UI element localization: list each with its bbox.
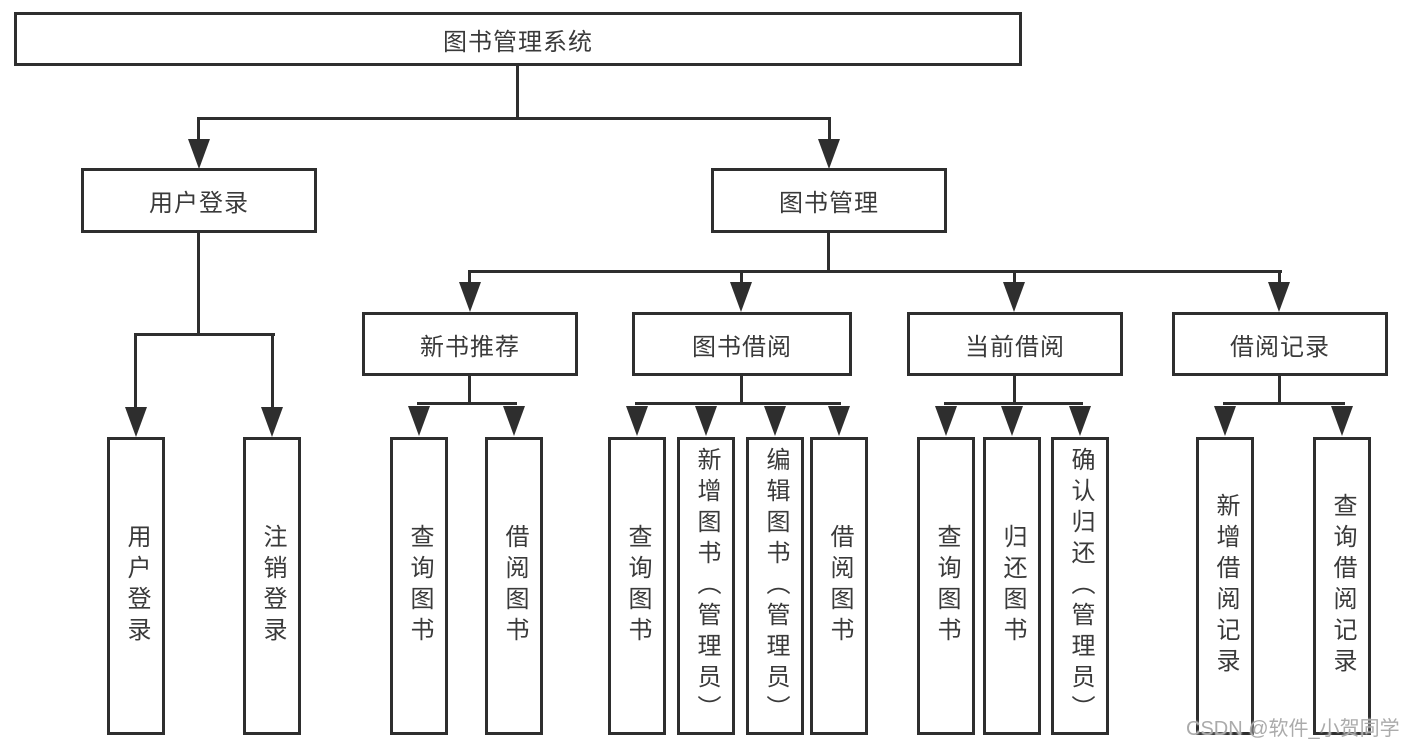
arrowhead-icon [1001, 406, 1023, 436]
leaf-current-query-books: 查询图书 [917, 437, 975, 735]
arrowhead-icon [695, 406, 717, 436]
leaf-borrow-query-books: 查询图书 [608, 437, 666, 735]
arrowhead-icon [935, 406, 957, 436]
connector-newbookrec-drop [468, 375, 471, 405]
node-user-login: 用户登录 [81, 168, 317, 233]
leaf-current-return-books: 归还图书 [983, 437, 1041, 735]
node-root: 图书管理系统 [14, 12, 1022, 66]
node-root-label: 图书管理系统 [443, 28, 593, 56]
arrowhead-icon [818, 139, 840, 169]
connector-root-drop [516, 66, 519, 118]
node-user-login-label: 用户登录 [149, 190, 249, 217]
leaf-current-query-books-label: 查询图书 [933, 524, 960, 648]
node-book-borrow-label: 图书借阅 [692, 333, 792, 361]
arrowhead-icon [1331, 406, 1353, 436]
arrowhead-icon [1069, 406, 1091, 436]
connector-bookmgmt-stem [1013, 270, 1016, 284]
connector-root-bar [197, 117, 831, 120]
node-book-management: 图书管理 [711, 168, 947, 233]
leaf-record-query-record-label: 查询借阅记录 [1329, 493, 1356, 679]
arrowhead-icon [1268, 282, 1290, 312]
connector-borrowrecord-bar [1223, 402, 1345, 405]
csdn-watermark: CSDN @软件_小贺同学 [1186, 718, 1400, 740]
arrowhead-icon [626, 406, 648, 436]
node-borrow-record: 借阅记录 [1172, 312, 1388, 376]
leaf-record-add-record: 新增借阅记录 [1196, 437, 1254, 735]
leaf-borrow-borrow-books-label: 借阅图书 [826, 524, 853, 648]
arrowhead-icon [125, 407, 147, 437]
leaf-borrow-add-books-admin: 新增图书（管理员） [677, 437, 735, 735]
leaf-user-login-label: 用户登录 [123, 524, 150, 648]
leaf-borrow-edit-books-admin-label: 编辑图书（管理员） [762, 446, 789, 726]
leaf-user-login: 用户登录 [107, 437, 165, 735]
arrowhead-icon [408, 406, 430, 436]
node-new-book-recommend: 新书推荐 [362, 312, 578, 376]
connector-userlogin-bar [134, 333, 275, 336]
connector-borrowrecord-drop [1278, 375, 1281, 405]
leaf-borrow-add-books-admin-label: 新增图书（管理员） [693, 446, 720, 726]
node-book-management-label: 图书管理 [779, 190, 879, 217]
arrowhead-icon [730, 282, 752, 312]
leaf-borrow-edit-books-admin: 编辑图书（管理员） [746, 437, 804, 735]
connector-currentborrow-bar [944, 402, 1083, 405]
arrowhead-icon [1214, 406, 1236, 436]
arrowhead-icon [188, 139, 210, 169]
node-current-borrow: 当前借阅 [907, 312, 1123, 376]
node-current-borrow-label: 当前借阅 [965, 333, 1065, 361]
leaf-current-return-books-label: 归还图书 [999, 524, 1026, 648]
leaf-borrow-query-books-label: 查询图书 [624, 524, 651, 648]
leaf-newrec-query-books-label: 查询图书 [406, 524, 433, 648]
node-new-book-recommend-label: 新书推荐 [420, 333, 520, 361]
leaf-newrec-query-books: 查询图书 [390, 437, 448, 735]
leaf-current-confirm-return-admin-label: 确认归还（管理员） [1067, 446, 1094, 726]
connector-root-stem-right [828, 117, 831, 141]
leaf-current-confirm-return-admin: 确认归还（管理员） [1051, 437, 1109, 735]
node-book-borrow: 图书借阅 [632, 312, 852, 376]
arrowhead-icon [459, 282, 481, 312]
leaf-record-query-record: 查询借阅记录 [1313, 437, 1371, 735]
connector-userlogin-drop [197, 232, 200, 335]
connector-bookmgmt-stem [740, 270, 743, 284]
connector-currentborrow-drop [1013, 375, 1016, 405]
connector-bookmgmt-bar [468, 270, 1282, 273]
connector-newbookrec-bar [417, 402, 517, 405]
leaf-newrec-borrow-books: 借阅图书 [485, 437, 543, 735]
connector-bookborrow-bar [635, 402, 841, 405]
connector-bookmgmt-drop [827, 233, 830, 273]
connector-bookborrow-drop [740, 375, 743, 405]
connector-bookmgmt-stem [1278, 270, 1281, 284]
leaf-record-add-record-label: 新增借阅记录 [1212, 493, 1239, 679]
node-borrow-record-label: 借阅记录 [1230, 333, 1330, 361]
connector-userlogin-stem-right [271, 333, 274, 408]
arrowhead-icon [261, 407, 283, 437]
leaf-borrow-borrow-books: 借阅图书 [810, 437, 868, 735]
leaf-logout-label: 注销登录 [259, 524, 286, 648]
connector-bookmgmt-stem [468, 270, 471, 284]
leaf-logout: 注销登录 [243, 437, 301, 735]
arrowhead-icon [828, 406, 850, 436]
connector-root-stem-left [197, 117, 200, 141]
connector-userlogin-stem-left [134, 333, 137, 408]
arrowhead-icon [764, 406, 786, 436]
arrowhead-icon [1003, 282, 1025, 312]
leaf-newrec-borrow-books-label: 借阅图书 [501, 524, 528, 648]
arrowhead-icon [503, 406, 525, 436]
